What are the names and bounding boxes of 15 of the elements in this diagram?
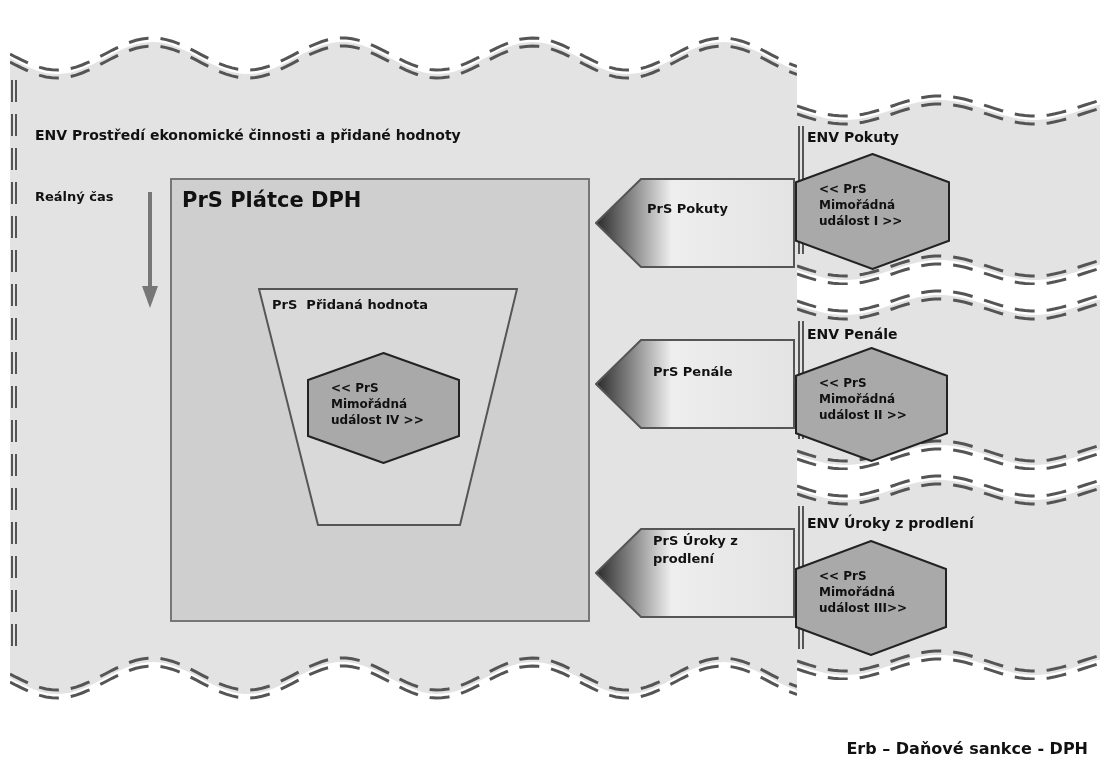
heading: ENV Penále	[807, 325, 899, 344]
axis-label: Reálný čas	[35, 188, 115, 206]
heading: PrS Plátce DPH	[182, 187, 363, 214]
heading: ENV Pokuty	[807, 128, 900, 147]
node-label: PrS Úroky z prodlení	[653, 532, 739, 568]
node-label: << PrS Mimořádná událost II >>	[819, 375, 908, 424]
caption: Erb – Daňové sankce - DPH	[846, 738, 1088, 760]
heading: PrS Přidaná hodnota	[272, 296, 430, 314]
node-label: << PrS Mimořádná událost IV >>	[331, 380, 425, 429]
node-label: PrS Pokuty	[647, 200, 729, 218]
node-label: PrS Penále	[653, 363, 734, 381]
heading: ENV Prostředí ekonomické činnosti a přidané hodnoty	[35, 126, 462, 145]
node-label: << PrS Mimořádná událost I >>	[819, 181, 904, 230]
node-label: << PrS Mimořádná událost III>>	[819, 568, 909, 617]
heading: ENV Úroky z prodlení	[807, 514, 975, 533]
